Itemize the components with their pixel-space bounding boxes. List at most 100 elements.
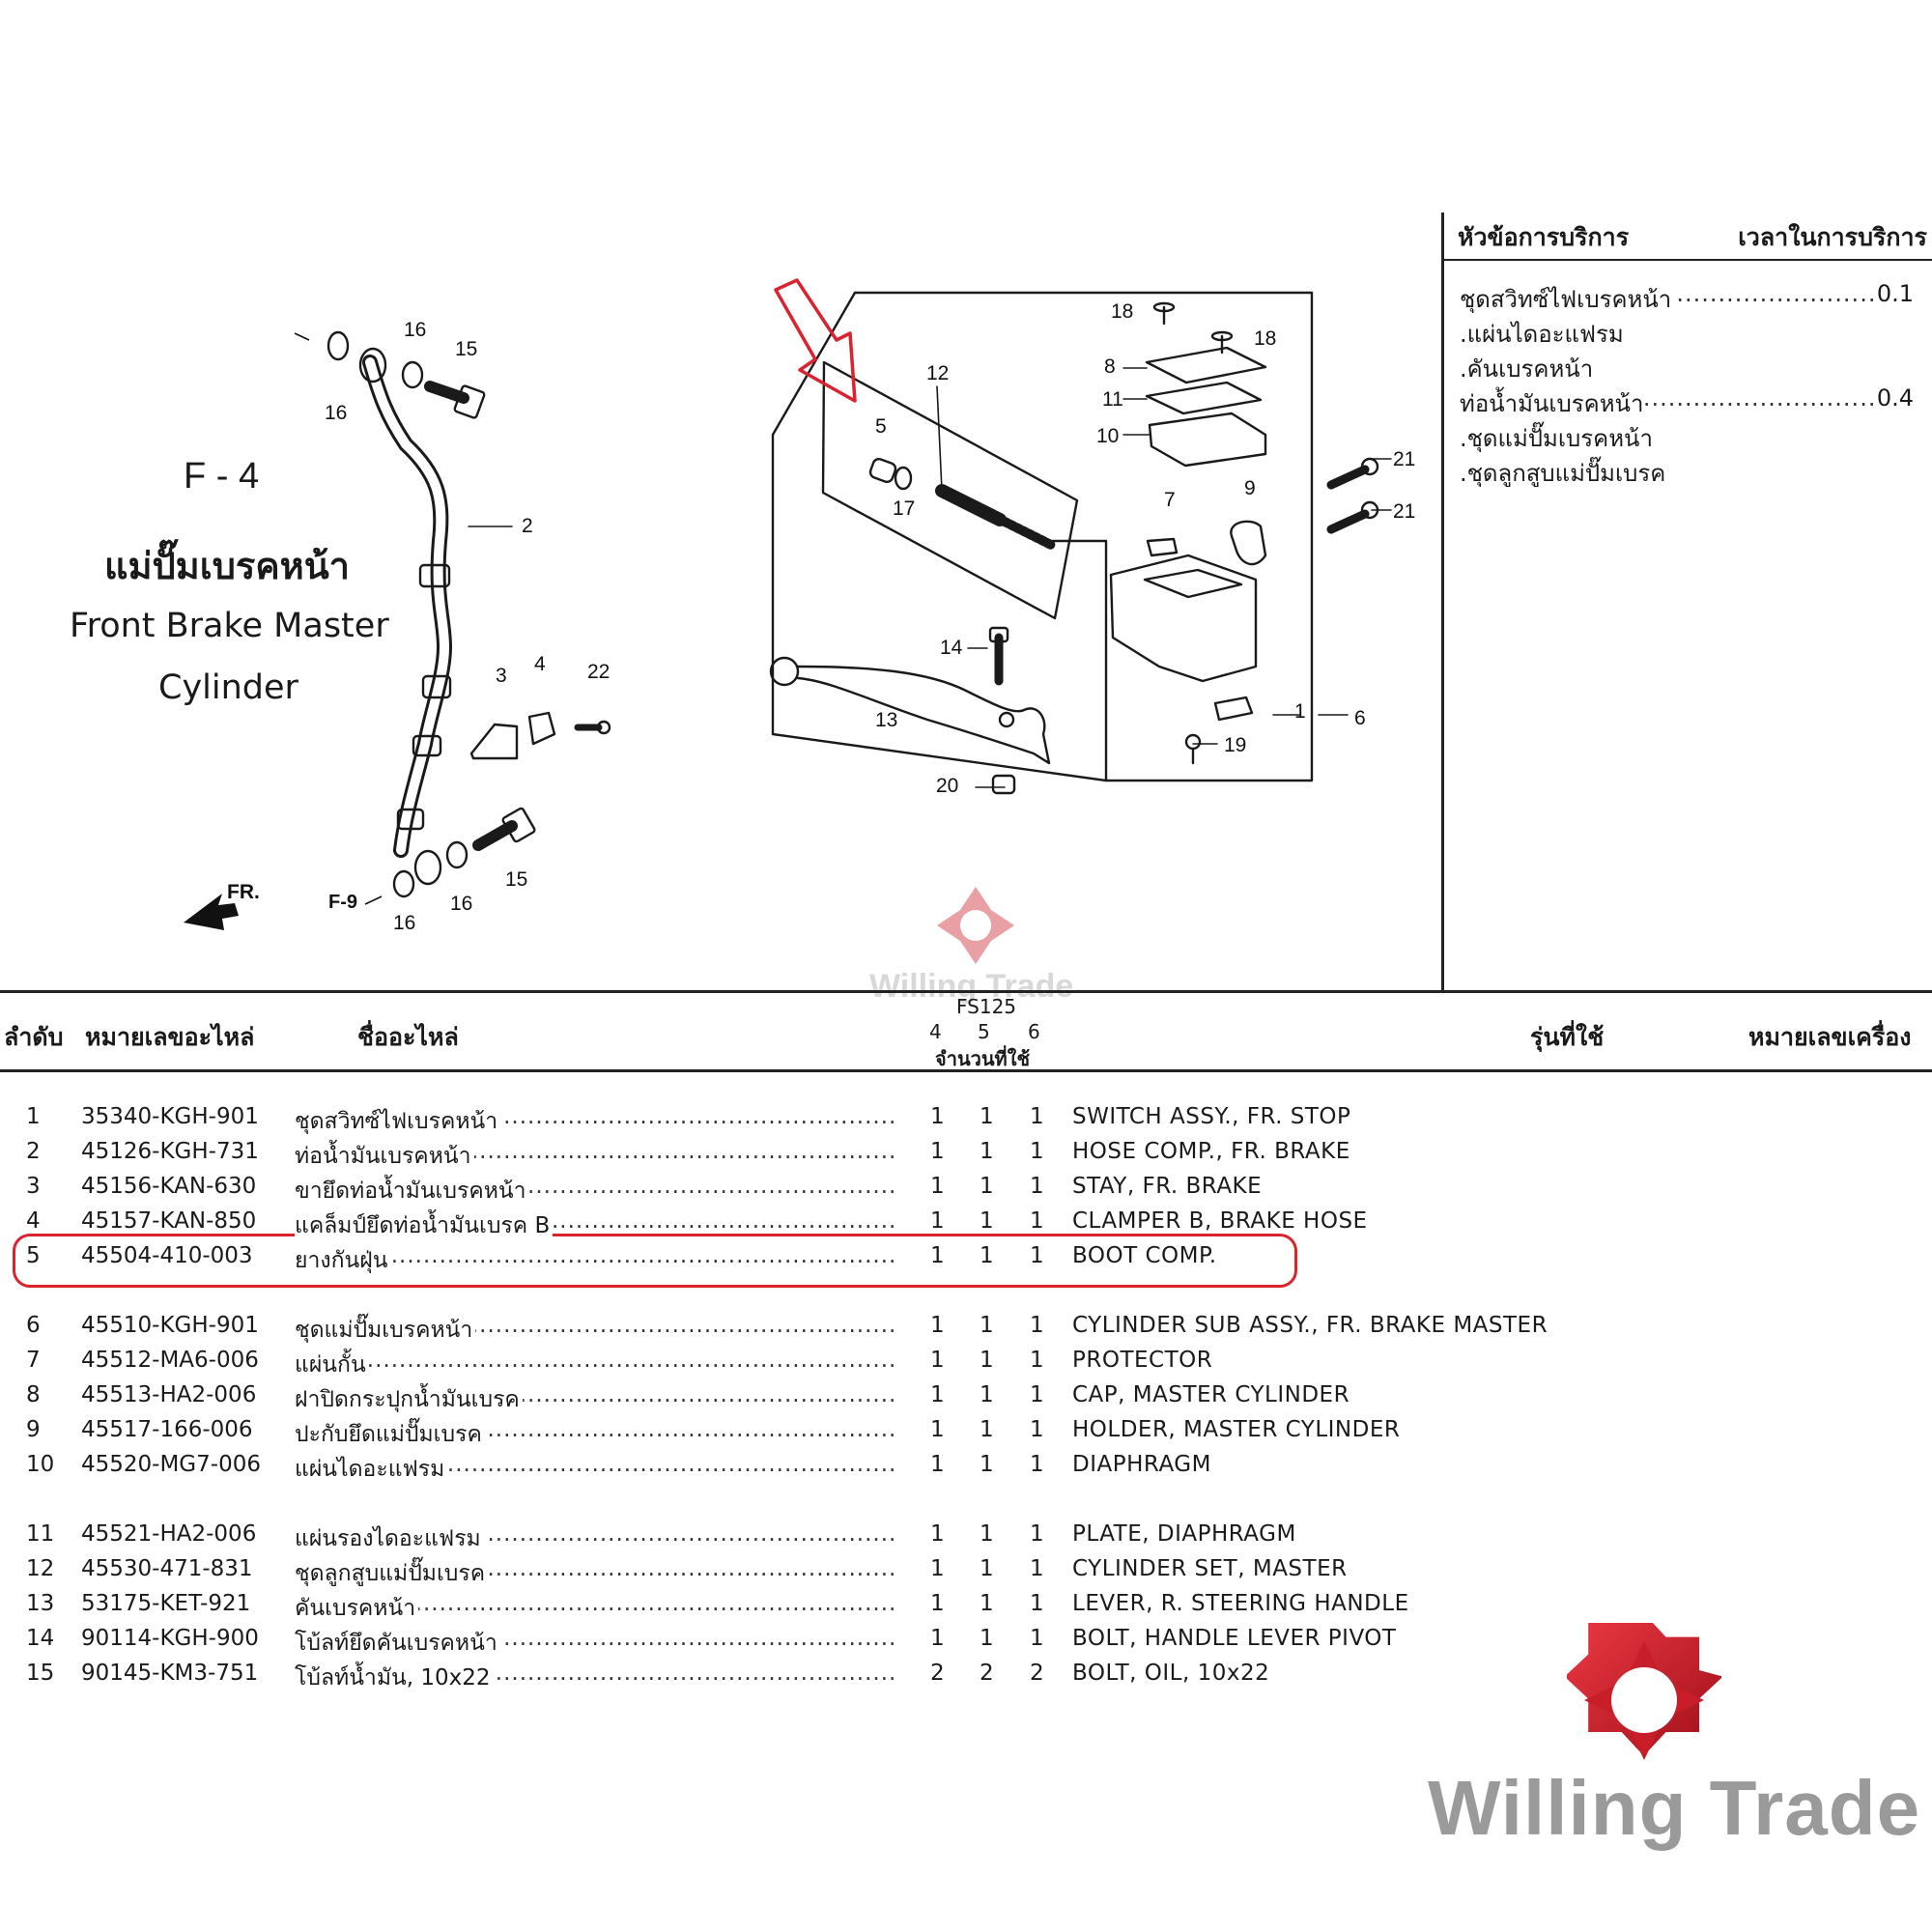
- callout-10: 10: [1096, 425, 1119, 447]
- qty-6: 1: [1030, 1382, 1044, 1407]
- col-header-4: 4: [929, 1020, 942, 1043]
- callout-16d: 16: [393, 912, 415, 934]
- part-name-th: ........................................…: [295, 1556, 894, 1591]
- qty-6: 1: [1030, 1104, 1044, 1129]
- service-time-header: เวลาในการบริการ: [1738, 223, 1927, 251]
- qty-5: 1: [980, 1174, 994, 1199]
- qty-4: 1: [930, 1452, 945, 1477]
- service-item: .แผ่นไดอะแฟรม: [1460, 321, 1626, 348]
- callout-20: 20: [936, 775, 958, 797]
- callout-15b: 15: [505, 868, 527, 891]
- callout-1: 1: [1294, 700, 1306, 723]
- table-top-rule: [0, 990, 1932, 993]
- callout-21a: 21: [1393, 448, 1415, 470]
- part-name-th: ........................................…: [295, 1382, 894, 1417]
- qty-4: 1: [930, 1348, 945, 1373]
- part-number: 45126-KGH-731: [81, 1139, 259, 1164]
- callout-12: 12: [926, 362, 949, 384]
- leader-dots: ........................................…: [295, 1243, 894, 1268]
- part-name-th: ........................................…: [295, 1626, 894, 1661]
- part-name-th-text: แผ่นรองไดอะแฟรม: [295, 1526, 484, 1551]
- row-number: 6: [26, 1313, 41, 1338]
- qty-5: 1: [980, 1243, 994, 1268]
- callout-5: 5: [875, 415, 887, 438]
- highlight-row-5-box: [13, 1234, 1297, 1288]
- ref-label-f9: F-9: [328, 892, 357, 913]
- qty-5: 1: [980, 1382, 994, 1407]
- col-header-part-name: ชื่ออะไหล่: [357, 1023, 459, 1051]
- part-number: 45521-HA2-006: [81, 1521, 257, 1547]
- col-header-usage: รุ่นที่ใช้: [1530, 1023, 1605, 1051]
- qty-4: 1: [930, 1313, 945, 1338]
- qty-4: 1: [930, 1556, 945, 1581]
- part-name-th-text: ฝาปิดกระปุกน้ำมันเบรค: [295, 1387, 523, 1412]
- part-number: 45512-MA6-006: [81, 1348, 259, 1373]
- page-title-thai: แม่ปั๊มเบรคหน้า: [104, 545, 351, 587]
- part-number: 45157-KAN-850: [81, 1208, 257, 1234]
- col-header-no: ลำดับ: [4, 1023, 64, 1051]
- part-description-en: CLAMPER B, BRAKE HOSE: [1072, 1208, 1368, 1234]
- watermark-text-large: Willing Trade: [1428, 1765, 1921, 1851]
- part-description-en: DIAPHRAGM: [1072, 1452, 1211, 1477]
- part-name-th-text: คันเบรคหน้า: [295, 1596, 419, 1621]
- table-header-rule: [0, 1069, 1932, 1072]
- col-header-part-number: หมายเลขอะไหล่: [85, 1023, 255, 1051]
- col-header-model: FS125: [956, 995, 1017, 1018]
- qty-6: 1: [1030, 1348, 1044, 1373]
- part-description-en: BOLT, HANDLE LEVER PIVOT: [1072, 1626, 1397, 1651]
- part-description-en: BOLT, OIL, 10x22: [1072, 1661, 1270, 1686]
- row-number: 7: [26, 1348, 41, 1373]
- qty-6: 1: [1030, 1139, 1044, 1164]
- qty-6: 1: [1030, 1626, 1044, 1651]
- watermark-text-small: Willing Trade: [869, 968, 1074, 1005]
- part-name-th: ........................................…: [295, 1243, 894, 1278]
- part-name-th-text: ขายึดท่อน้ำมันเบรคหน้า: [295, 1179, 529, 1204]
- part-name-th: ........................................…: [295, 1521, 894, 1556]
- service-item: .คันเบรคหน้า: [1460, 355, 1596, 383]
- part-name-th: ........................................…: [295, 1104, 894, 1139]
- qty-6: 1: [1030, 1417, 1044, 1442]
- qty-6: 1: [1030, 1243, 1044, 1268]
- highlight-arrow-icon: [774, 278, 857, 403]
- exploded-parts-diagram: FR. F-9 1 2 3 4 5 6 7 8 9 10 11 12 13 14…: [184, 278, 1415, 934]
- row-number: 8: [26, 1382, 41, 1407]
- part-name-th: ........................................…: [295, 1174, 894, 1208]
- callout-18a: 18: [1111, 300, 1133, 323]
- front-direction-arrow-icon: [184, 894, 239, 930]
- callout-18b: 18: [1254, 327, 1276, 350]
- service-panel: หัวข้อการบริการ เวลาในการบริการ ........…: [1441, 213, 1932, 990]
- part-name-th: ........................................…: [295, 1452, 894, 1487]
- part-description-en: CYLINDER SUB ASSY., FR. BRAKE MASTER: [1072, 1313, 1548, 1338]
- qty-6: 1: [1030, 1174, 1044, 1199]
- qty-4: 1: [930, 1243, 945, 1268]
- service-item: .ชุดแม่ปั๊มเบรคหน้า: [1460, 425, 1655, 452]
- row-number: 9: [26, 1417, 41, 1442]
- col-header-5: 5: [978, 1020, 990, 1043]
- part-number: 90145-KM3-751: [81, 1661, 259, 1686]
- callout-3: 3: [496, 665, 507, 687]
- callout-22: 22: [587, 661, 610, 683]
- row-number: 10: [26, 1452, 55, 1477]
- callout-11: 11: [1102, 388, 1123, 411]
- part-name-th-text: ชุดแม่ปั๊มเบรคหน้า: [295, 1318, 476, 1343]
- part-number: 45513-HA2-006: [81, 1382, 257, 1407]
- part-name-th-text: แผ่นกั้น: [295, 1352, 369, 1378]
- row-number: 12: [26, 1556, 55, 1581]
- qty-5: 2: [980, 1661, 994, 1686]
- qty-5: 1: [980, 1591, 994, 1616]
- page-title-english-line2: Cylinder: [158, 668, 298, 707]
- row-number: 4: [26, 1208, 41, 1234]
- part-name-th-text: ปะกับยึดแม่ปั๊มเบรค: [295, 1422, 485, 1447]
- callout-2: 2: [522, 515, 533, 537]
- callout-14: 14: [940, 637, 963, 659]
- service-item: ........................................…: [1460, 280, 1914, 313]
- part-number: 45517-166-006: [81, 1417, 253, 1442]
